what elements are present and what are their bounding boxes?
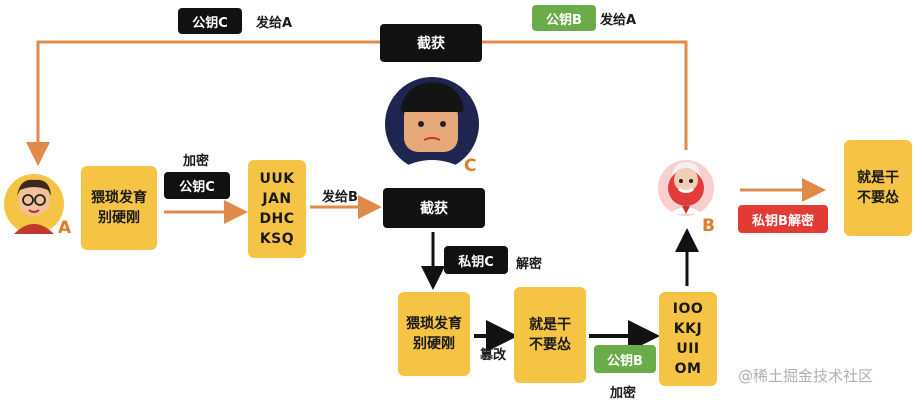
letter-a: A (58, 218, 72, 238)
watermark: @稀土掘金技术社区 (738, 367, 874, 385)
result-box: 就是干 不要怂 (844, 140, 912, 236)
reencrypted-box: IOO KKJ UII OM (659, 292, 717, 386)
intercept-badge: 截获 (383, 188, 485, 228)
ciphertext-box: UUK JAN DHC KSQ (248, 160, 306, 258)
plaintext-box: 猥琐发育 别硬刚 (81, 166, 157, 250)
top-intercept-badge: 截获 (380, 24, 482, 62)
send-to-b-label: 发给B (322, 190, 358, 205)
top-return-line (26, 40, 688, 166)
letter-c: C (464, 156, 477, 176)
pub-c-badge: 公钥C (164, 172, 230, 199)
priv-b-decrypt-badge: 私钥B解密 (738, 205, 828, 233)
priv-c-badge: 私钥C (444, 246, 508, 274)
top-pub-b-badge: 公钥B (532, 5, 596, 31)
pub-b-badge: 公钥B (594, 345, 656, 373)
top-send-to-a-label-2: 发给A (600, 13, 637, 28)
top-send-to-a-label: 发给A (256, 16, 293, 31)
decrypt-label: 解密 (516, 257, 543, 272)
tamper-label: 篡改 (480, 348, 507, 363)
encrypt-label-2: 加密 (610, 386, 637, 401)
top-pub-c-badge: 公钥C (178, 8, 242, 34)
encrypt-label: 加密 (183, 154, 210, 169)
tampered-box: 就是干 不要怂 (514, 287, 586, 383)
letter-b: B (702, 216, 715, 236)
decrypted-box: 猥琐发育 别硬刚 (398, 292, 470, 376)
